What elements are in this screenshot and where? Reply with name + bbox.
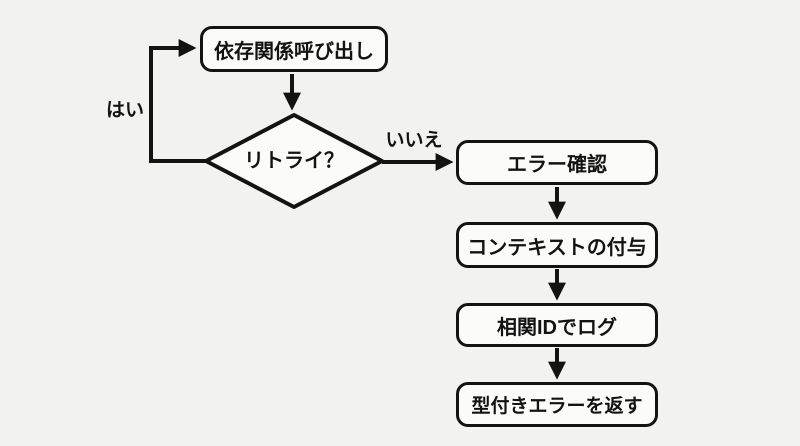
node-add-context-label: コンテキストの付与	[467, 236, 647, 259]
node-retry-decision-shape	[204, 113, 384, 209]
node-dependency-call: 依存関係呼び出し	[200, 26, 388, 72]
node-log-correlation-id: 相関IDでログ	[456, 303, 658, 347]
node-return-typed-error-label: 型付きエラーを返す	[471, 396, 643, 417]
node-dependency-call-label: 依存関係呼び出し	[214, 40, 374, 63]
node-error-check: エラー確認	[456, 140, 658, 185]
edge-label-yes: はい	[105, 100, 144, 121]
node-log-correlation-id-label: 相関IDでログ	[497, 316, 617, 339]
edge-label-no: いいえ	[385, 130, 443, 151]
node-add-context: コンテキストの付与	[456, 222, 658, 268]
arrow-retry-to-dependency-yes-loop	[149, 39, 206, 163]
node-retry-decision-label: リトライ？	[244, 150, 344, 172]
node-return-typed-error: 型付きエラーを返す	[456, 382, 658, 427]
node-error-check-label: エラー確認	[507, 154, 607, 176]
